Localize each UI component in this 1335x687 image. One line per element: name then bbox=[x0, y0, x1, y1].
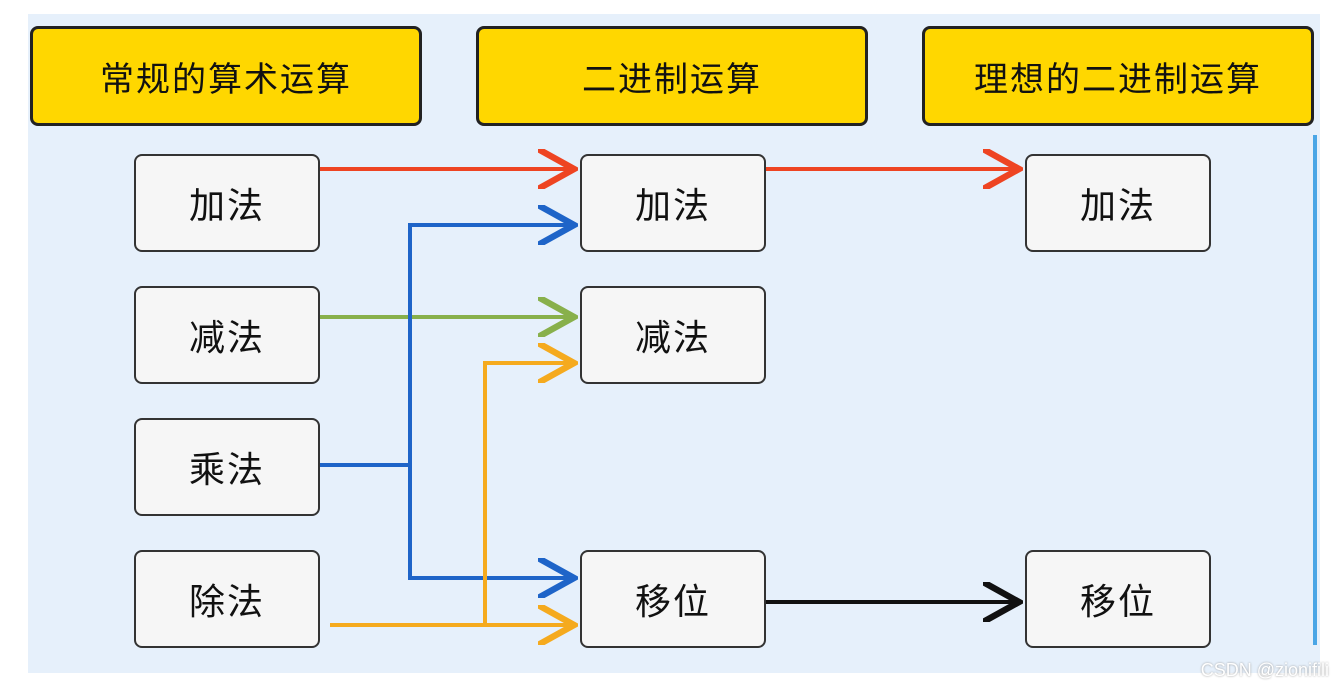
panel-right-edge bbox=[1313, 135, 1317, 645]
node-right-addition: 加法 bbox=[1025, 154, 1211, 252]
node-mid-shift: 移位 bbox=[580, 550, 766, 648]
watermark: CSDN @zionifili bbox=[1200, 660, 1329, 680]
node-right-shift: 移位 bbox=[1025, 550, 1211, 648]
node-mid-subtraction: 减法 bbox=[580, 286, 766, 384]
node-left-division: 除法 bbox=[134, 550, 320, 648]
node-left-addition: 加法 bbox=[134, 154, 320, 252]
node-left-subtraction: 减法 bbox=[134, 286, 320, 384]
node-left-multiplication: 乘法 bbox=[134, 418, 320, 516]
header-conventional-arithmetic: 常规的算术运算 bbox=[30, 26, 422, 126]
header-ideal-binary-operations: 理想的二进制运算 bbox=[922, 26, 1314, 126]
header-binary-operations: 二进制运算 bbox=[476, 26, 868, 126]
node-mid-addition: 加法 bbox=[580, 154, 766, 252]
